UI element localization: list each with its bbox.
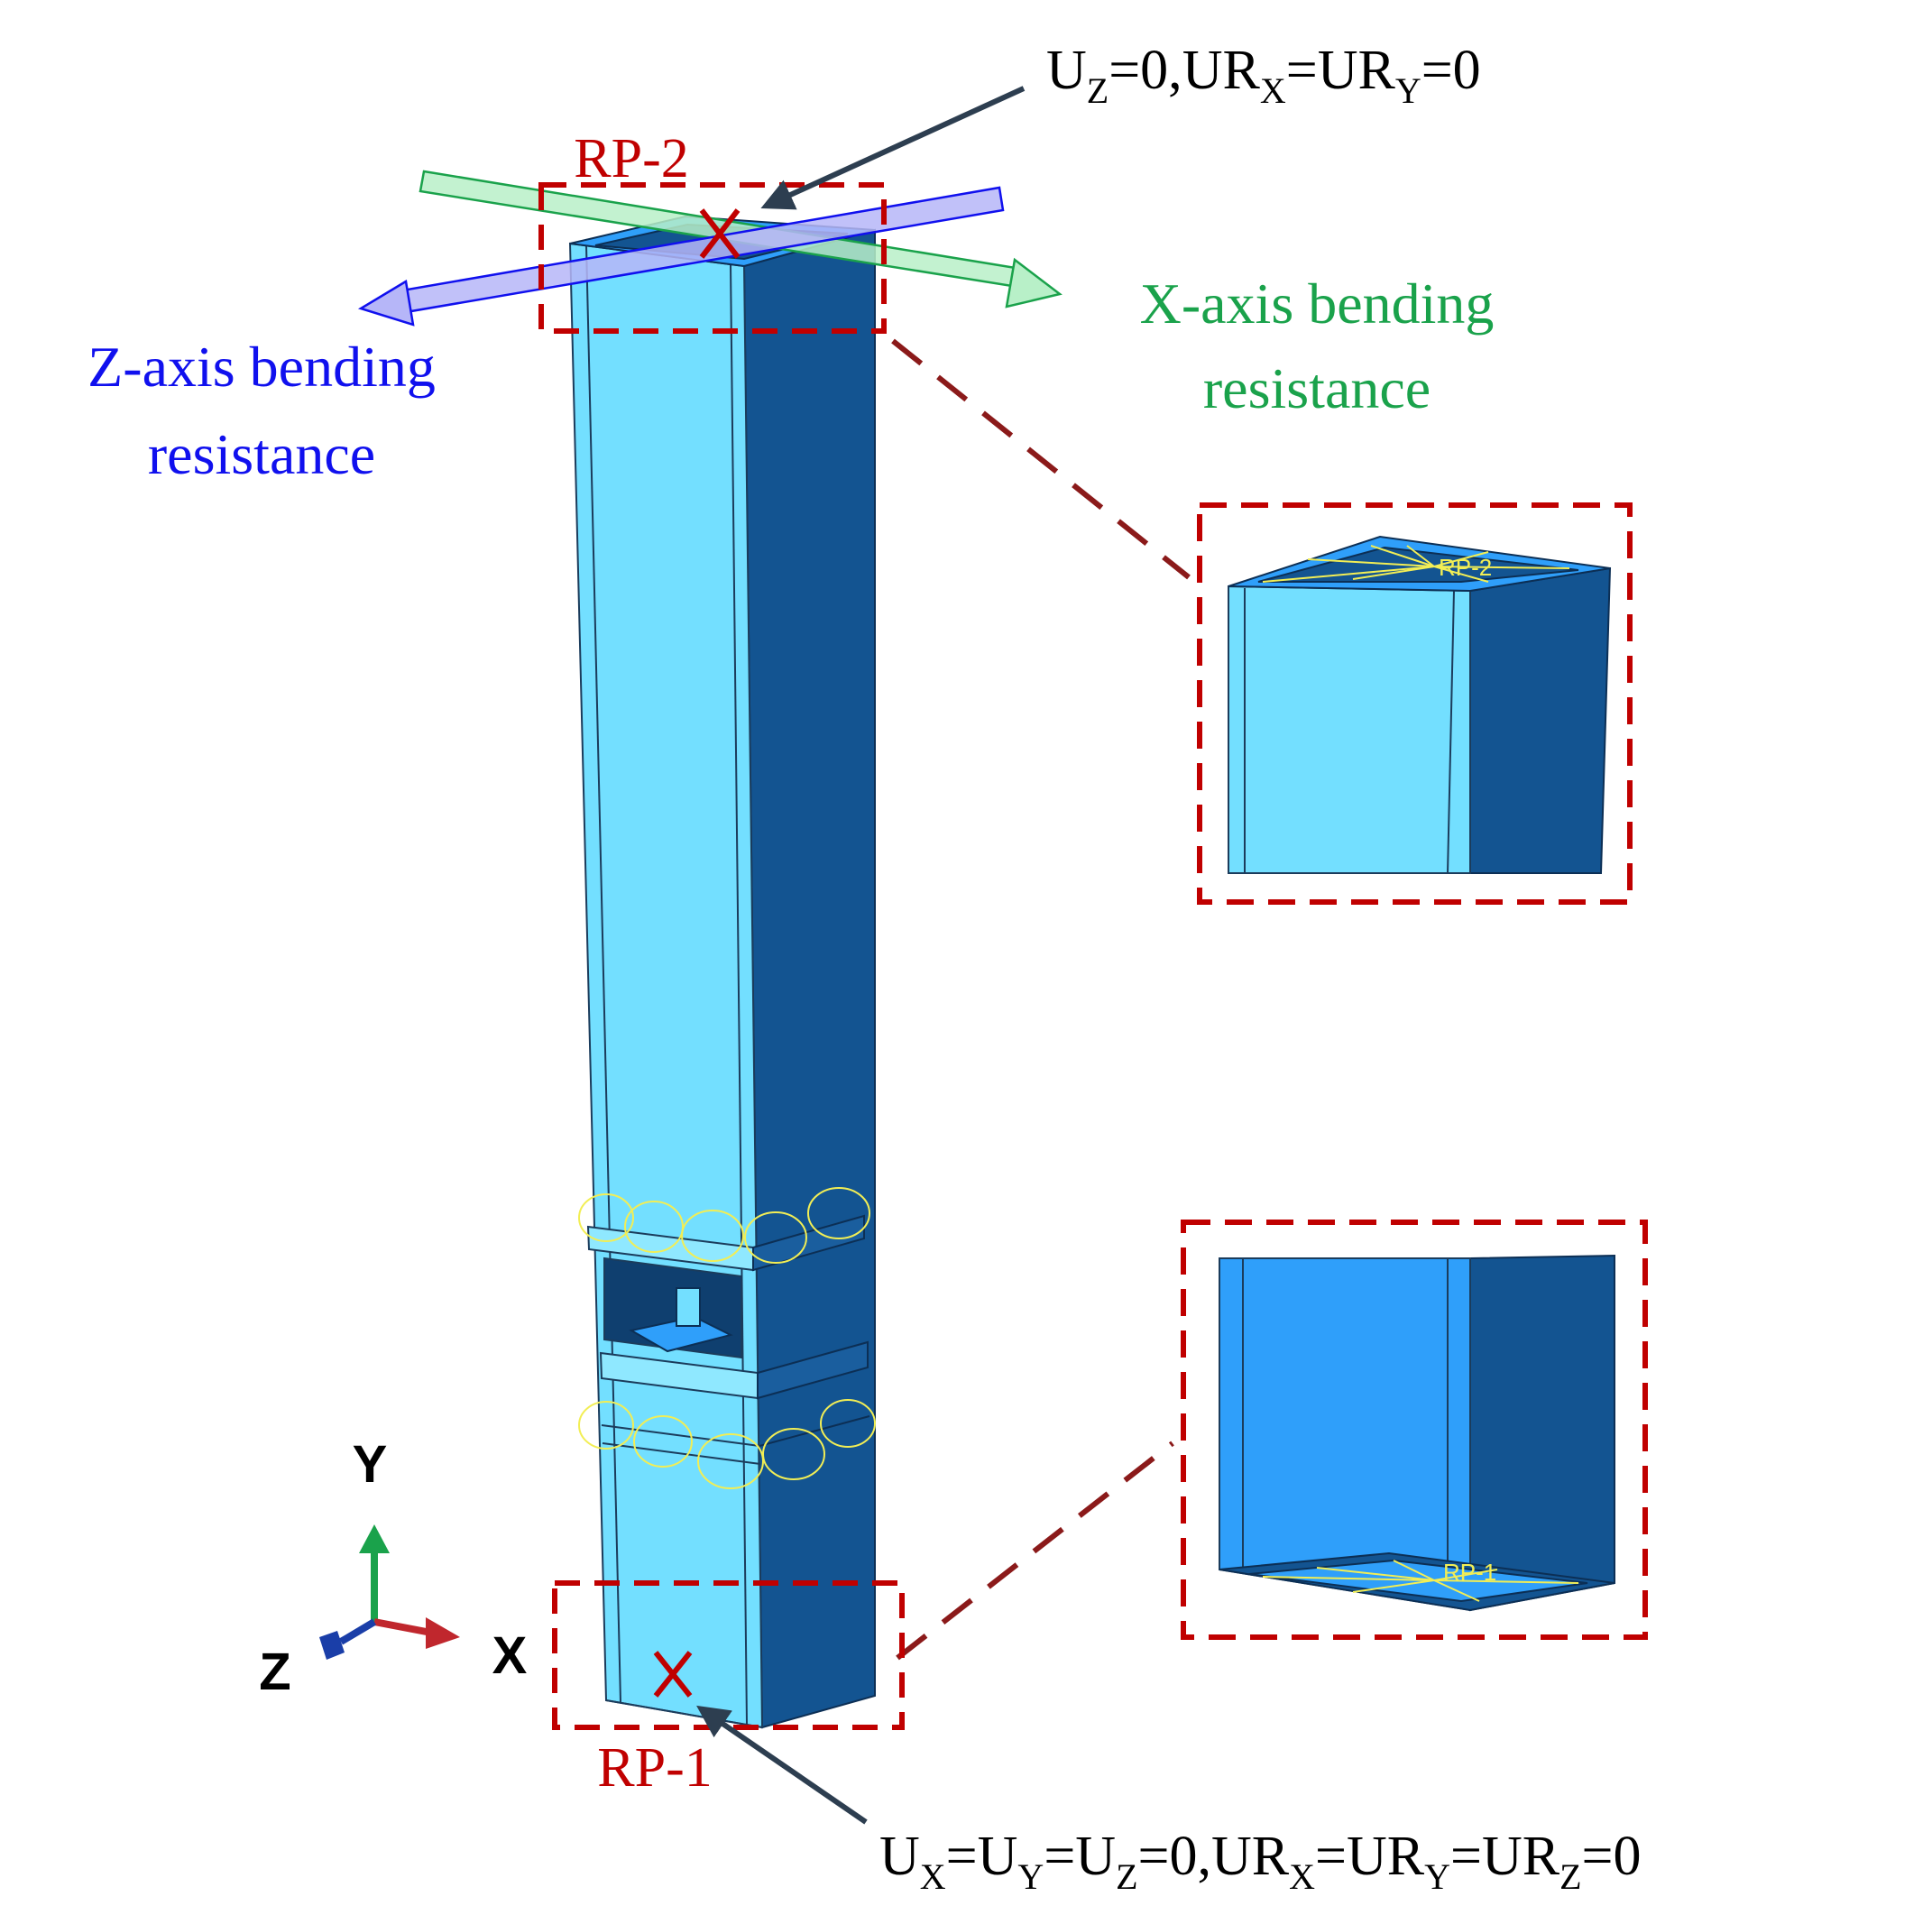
zoom-bottom-rp-label: RP-1 <box>1443 1559 1496 1586</box>
zoom-bottom-right-face <box>1469 1254 1615 1612</box>
top-bc-leader <box>760 86 1026 210</box>
zoom-top-rp-label: RP-2 <box>1439 554 1492 581</box>
zoom-top-front-face <box>1228 585 1471 874</box>
joint-inner-plate <box>629 1315 733 1353</box>
top-zoom-box <box>1197 502 1633 905</box>
column-bottom-edge <box>605 1699 763 1728</box>
joint-line <box>602 1442 761 1465</box>
triad-y-arrowhead <box>359 1524 390 1553</box>
connector-circles <box>578 1187 876 1489</box>
joint-region <box>578 1187 876 1489</box>
rp1-marker <box>653 1651 693 1698</box>
rp1-dashed-box <box>552 1580 905 1730</box>
triad-x-label: X <box>492 1626 528 1685</box>
flange-line <box>585 244 621 1703</box>
z-bending-label-line1: Z-axis bending <box>87 335 436 399</box>
bottom-zoom-detail: RP-1 <box>1219 1254 1615 1612</box>
z-axis-bending-arrow <box>357 186 1005 327</box>
top-boundary-condition: UZ=0,URX=URY=0 <box>1046 40 1481 111</box>
joint-band-bottom-side <box>757 1340 869 1400</box>
joint-band-top-side <box>752 1214 865 1272</box>
zoom-top-coupling-lines <box>1262 545 1570 583</box>
zoom-top-right-face <box>1469 566 1612 874</box>
bottom-bc-leader <box>696 1705 868 1825</box>
rp2-dashed-box <box>538 182 887 334</box>
flange-line <box>730 263 748 1726</box>
bottom-boundary-condition: UX=UY=UZ=0,URX=URY=URZ=0 <box>879 1826 1642 1897</box>
x-bending-label-line2: resistance <box>1203 356 1431 420</box>
column-model <box>568 215 876 1729</box>
top-zoom-connector <box>891 338 1191 580</box>
axis-triad: Y X Z <box>259 1435 527 1701</box>
column-right-face <box>742 228 876 1729</box>
bottom-zoom-box <box>1181 1220 1648 1640</box>
joint-line <box>601 1424 760 1447</box>
triad-y-label: Y <box>353 1435 388 1494</box>
triad-x-arrowhead <box>426 1617 460 1649</box>
triad-z-label: Z <box>259 1643 290 1701</box>
rp2-label: RP-2 <box>574 128 688 189</box>
joint-line <box>759 1415 870 1447</box>
triad-z-arrowhead <box>319 1631 345 1660</box>
rp2-marker <box>699 208 741 259</box>
triad-x-axis <box>373 1618 432 1636</box>
rp1-label: RP-1 <box>597 1737 712 1799</box>
joint-bolt <box>676 1287 701 1327</box>
zoom-bottom-coupling-lines <box>1262 1560 1579 1602</box>
top-zoom-detail: RP-2 <box>1228 535 1612 874</box>
x-bending-label-line1: X-axis bending <box>1140 272 1495 336</box>
bottom-zoom-connector <box>896 1441 1174 1661</box>
z-bending-label-line2: resistance <box>148 422 375 486</box>
triad-z-axis <box>338 1618 377 1645</box>
